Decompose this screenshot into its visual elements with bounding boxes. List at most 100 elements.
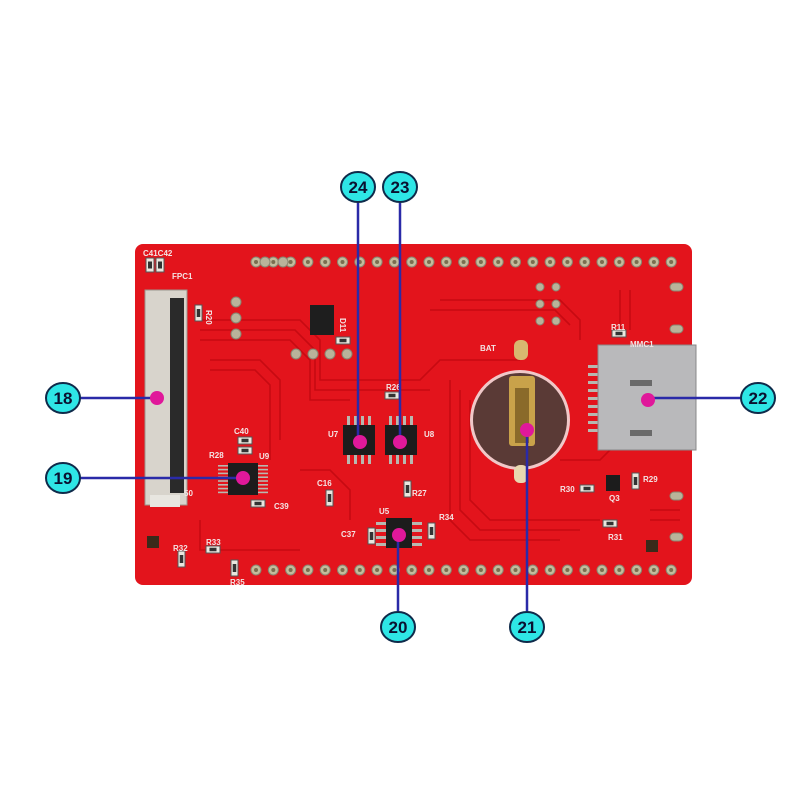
pin-hole [461, 260, 466, 264]
smd-body [429, 527, 434, 535]
ic-pin [588, 365, 598, 368]
ic-pin [361, 416, 364, 425]
silk-label: FPC1 [172, 272, 193, 281]
silk-label: R34 [439, 513, 454, 522]
ic-pin [588, 373, 598, 376]
ic-pin [389, 416, 392, 425]
pin-hole [305, 568, 310, 572]
silk-label: R20 [204, 310, 213, 325]
pin-hole [392, 568, 397, 572]
callout-label: 21 [518, 618, 537, 637]
silk-label: R35 [230, 578, 245, 587]
ic-pin [347, 416, 350, 425]
smd-body [405, 485, 410, 493]
ic-pin [218, 468, 228, 471]
callout-20: 20 [380, 611, 416, 643]
ic-pin [376, 522, 386, 525]
pin-hole [409, 260, 414, 264]
marker-23 [393, 435, 407, 449]
pin-hole [427, 260, 431, 264]
ic-pin [218, 465, 228, 467]
callout-22: 22 [740, 382, 776, 414]
pin-hole [600, 260, 604, 264]
ic-pin [410, 416, 413, 425]
callout-21: 21 [509, 611, 545, 643]
chip-pins [218, 365, 598, 546]
silk-label: Q3 [609, 494, 620, 503]
pin-header-bottom [250, 564, 677, 576]
smd-body [158, 261, 162, 269]
ic-pin [347, 455, 350, 464]
ic-pin [218, 487, 228, 490]
pin-group-small [230, 256, 684, 542]
ic-pin [258, 472, 268, 475]
silk-label: R11 [611, 323, 626, 332]
ic-pin [258, 480, 268, 482]
ic-pin [396, 455, 399, 464]
silk-label: 50 [184, 489, 193, 498]
ic-pin [389, 455, 392, 464]
marker-18 [150, 391, 164, 405]
pin-hole [478, 260, 483, 264]
pin-hole [288, 568, 293, 572]
pin-hole [582, 260, 587, 264]
ic-pin [376, 536, 386, 539]
callout-19: 19 [45, 462, 81, 494]
target-markers [150, 391, 655, 542]
pin-hole [305, 260, 310, 264]
smd-body [148, 261, 152, 269]
ic-pin [403, 416, 406, 425]
ic-pin [258, 487, 268, 490]
pin-hole [427, 568, 431, 572]
marker-21 [520, 423, 534, 437]
pin-hole [254, 260, 258, 264]
pin-hole [634, 260, 639, 264]
mounting-pad [646, 540, 658, 552]
marker-24 [353, 435, 367, 449]
pin-hole [513, 568, 518, 572]
callout-label: 24 [349, 178, 368, 197]
pin-hole [669, 568, 674, 572]
ic-pin [588, 389, 598, 392]
pin-hole [548, 260, 553, 264]
ic-pin [218, 484, 228, 486]
ic-pin [412, 529, 422, 532]
callout-23: 23 [382, 171, 418, 203]
marker-19 [236, 471, 250, 485]
pin-hole [409, 568, 414, 572]
marker-20 [392, 528, 406, 542]
smd-body [241, 448, 249, 453]
leader-lines [80, 203, 741, 611]
pin-hole [582, 568, 587, 572]
pin-hole [392, 260, 397, 264]
smd-parts [145, 257, 640, 577]
ic-pin [258, 476, 268, 478]
silk-label: R33 [206, 538, 221, 547]
pin-hole [271, 260, 276, 264]
ic-pin [412, 522, 422, 525]
pin-hole [496, 260, 501, 264]
silk-label: R29 [643, 475, 658, 484]
ic-pin [410, 455, 413, 464]
pin-hole [600, 568, 604, 572]
pin-hole [323, 568, 328, 572]
traces [199, 290, 680, 551]
callout-label: 18 [54, 389, 73, 408]
smd-body [339, 338, 347, 343]
ic-pin [218, 491, 228, 494]
silk-label: U8 [424, 430, 435, 439]
smd-body [209, 547, 217, 552]
ic-pin [361, 455, 364, 464]
ic-pin [376, 529, 386, 532]
silk-label: U7 [328, 430, 339, 439]
ic-pin [588, 413, 598, 416]
silk-label: BAT [480, 344, 496, 353]
callout-label: 20 [389, 618, 408, 637]
marker-22 [641, 393, 655, 407]
callout-label: 23 [391, 178, 410, 197]
pin-hole [444, 568, 449, 572]
ic-pin [354, 455, 357, 464]
silk-label: C40 [234, 427, 249, 436]
pin-hole [617, 260, 622, 264]
